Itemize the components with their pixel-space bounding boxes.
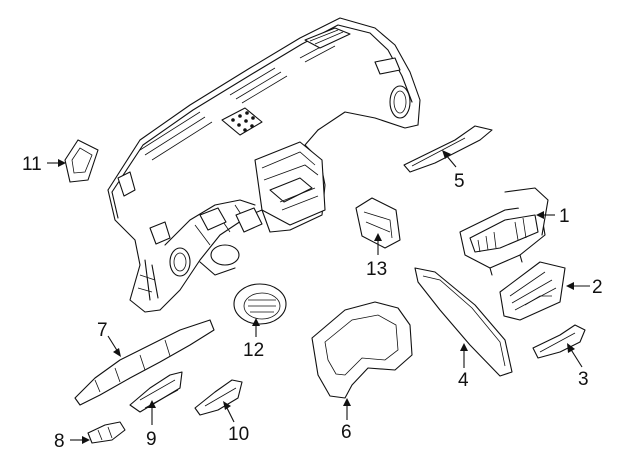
callout-13: 13 <box>366 259 387 280</box>
callout-4: 4 <box>458 370 469 391</box>
part-4-cluster-lens <box>414 267 513 377</box>
callout-12: 12 <box>243 340 264 361</box>
callout-8: 8 <box>54 431 65 452</box>
callout-5: 5 <box>454 171 465 192</box>
callout-labels: 1 2 3 4 5 6 7 8 9 10 11 12 13 <box>22 154 603 452</box>
callout-3: 3 <box>578 369 589 390</box>
part-13-side-vent <box>355 197 401 249</box>
callout-7: 7 <box>97 320 108 341</box>
callout-6: 6 <box>341 422 352 443</box>
part-9-bracket <box>129 371 183 413</box>
leader-lines <box>47 150 590 444</box>
part-3-small-trim <box>532 324 586 359</box>
part-5-trim-strip <box>403 125 493 173</box>
part-6-cluster-hood <box>311 301 413 399</box>
part-10-bracket <box>194 379 243 416</box>
part-7-lower-panel <box>74 319 215 406</box>
callout-9: 9 <box>146 429 157 450</box>
part-11-vent <box>64 139 99 183</box>
sensor-grid-icon <box>221 107 263 136</box>
dashboard-assembly <box>107 17 421 313</box>
callout-1: 1 <box>559 206 570 227</box>
callout-10: 10 <box>228 424 249 445</box>
part-2-trim-panel <box>499 261 566 321</box>
callout-2: 2 <box>592 277 603 298</box>
part-12-round-vent <box>233 283 287 325</box>
part-8-bracket <box>87 421 126 444</box>
part-1-cluster-bezel <box>459 187 549 276</box>
callout-11: 11 <box>22 154 42 175</box>
